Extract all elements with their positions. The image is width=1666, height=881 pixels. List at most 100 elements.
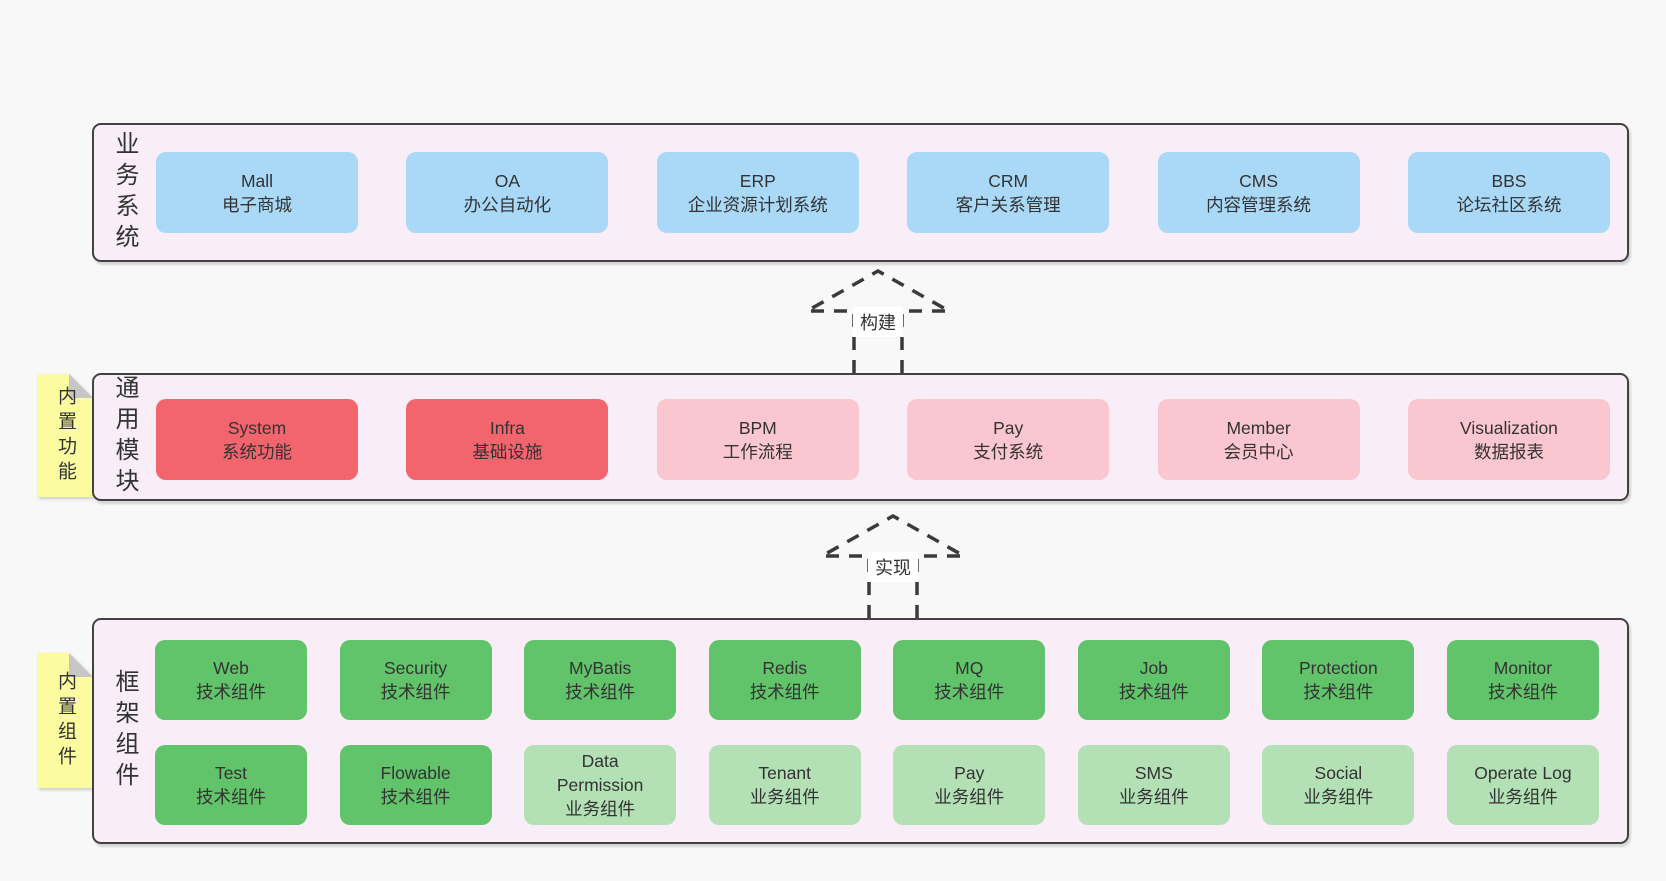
node-subtitle: 办公自动化 [463, 194, 552, 215]
node-title: SMS [1134, 763, 1173, 783]
arrow-label-implement: 实现 [868, 552, 918, 582]
diagram-node: SMS 业务组件 [1077, 745, 1230, 825]
section-business-systems: 业务系统 Mall 电子商城 OA 办公自动化 ERP 企业资源计划系统 CRM… [92, 123, 1629, 262]
diagram-node: Web 技术组件 [155, 640, 307, 720]
node-title: Visualization [1459, 417, 1558, 438]
node-title: Job [1139, 658, 1168, 678]
up-arrow-icon [820, 514, 966, 618]
diagram-node: Security 技术组件 [339, 640, 492, 720]
node-subtitle: 业务组件 [1487, 787, 1558, 807]
diagram-node: Redis 技术组件 [708, 640, 861, 720]
sticky-note-builtin-features: 内置功能 [38, 374, 93, 497]
diagram-node: ERP 企业资源计划系统 [656, 152, 859, 233]
node-title: Web [213, 658, 249, 678]
section-label-framework-components: 框架组件 [111, 669, 138, 793]
node-title: Monitor [1493, 658, 1553, 678]
up-arrow-implement: 实现 [820, 514, 966, 618]
diagram-node: Pay 业务组件 [893, 745, 1046, 825]
node-subtitle: 技术组件 [749, 682, 820, 702]
node-subtitle: 技术组件 [380, 682, 451, 702]
node-title: Social [1314, 763, 1363, 783]
diagram-node: Test 技术组件 [155, 745, 307, 825]
node-subtitle: 业务组件 [565, 799, 636, 819]
diagram-node: BPM 工作流程 [656, 399, 859, 480]
node-title: MQ [955, 658, 984, 678]
up-arrow-icon [805, 269, 951, 373]
node-subtitle: 数据报表 [1473, 441, 1544, 462]
section-label-business-systems: 业务系统 [111, 130, 138, 255]
diagram-node: Monitor 技术组件 [1446, 640, 1599, 720]
node-subtitle: 会员中心 [1223, 441, 1294, 462]
diagram-node: Flowable 技术组件 [339, 745, 492, 825]
diagram-node: BBS 论坛社区系统 [1407, 152, 1610, 233]
node-title: Tenant [758, 763, 811, 783]
node-subtitle: 系统功能 [222, 441, 292, 462]
node-title: BPM [738, 417, 777, 438]
node-title: MyBatis [569, 658, 632, 678]
node-title: BBS [1491, 170, 1527, 191]
diagram-node: Operate Log 业务组件 [1446, 745, 1599, 825]
node-subtitle: 技术组件 [565, 682, 636, 702]
node-title: OA [494, 170, 521, 191]
node-title: Infra [489, 417, 525, 438]
node-subtitle: 客户关系管理 [955, 194, 1061, 215]
common-modules-row: System 系统功能 Infra 基础设施 BPM 工作流程 Pay 支付系统… [156, 399, 1610, 480]
node-title: Test [214, 763, 248, 783]
sticky-note-text: 内置组件 [55, 670, 76, 771]
node-subtitle: 论坛社区系统 [1456, 194, 1562, 215]
framework-components-row-1: Web 技术组件 Security 技术组件 MyBatis 技术组件 Redi… [155, 640, 1599, 720]
node-title: Member [1226, 417, 1291, 438]
node-subtitle: 基础设施 [472, 441, 543, 462]
node-subtitle: 工作流程 [722, 441, 793, 462]
node-subtitle: 技术组件 [196, 682, 266, 702]
node-title: Mall [240, 170, 274, 191]
node-subtitle: 技术组件 [1118, 682, 1189, 702]
node-subtitle: 技术组件 [934, 682, 1005, 702]
node-title: Security [383, 658, 448, 678]
diagram-node: Visualization 数据报表 [1407, 399, 1610, 480]
diagram-node: Mall 电子商城 [156, 152, 358, 233]
node-title: Data Permission [556, 751, 644, 795]
node-title: Operate Log [1474, 763, 1572, 783]
node-subtitle: 技术组件 [380, 787, 451, 807]
business-systems-row: Mall 电子商城 OA 办公自动化 ERP 企业资源计划系统 CRM 客户关系… [156, 152, 1610, 233]
node-subtitle: 技术组件 [1303, 682, 1374, 702]
node-subtitle: 技术组件 [1487, 682, 1558, 702]
node-subtitle: 技术组件 [196, 787, 266, 807]
node-title: Pay [993, 417, 1024, 438]
diagram-node: Tenant 业务组件 [708, 745, 861, 825]
node-subtitle: 业务组件 [749, 787, 820, 807]
diagram-node: MQ 技术组件 [893, 640, 1046, 720]
diagram-node: Member 会员中心 [1157, 399, 1360, 480]
diagram-node: OA 办公自动化 [406, 152, 609, 233]
diagram-node: CMS 内容管理系统 [1157, 152, 1360, 233]
node-subtitle: 企业资源计划系统 [687, 194, 828, 215]
node-title: CMS [1239, 170, 1278, 191]
node-title: Pay [954, 763, 985, 783]
node-title: Protection [1298, 658, 1378, 678]
section-common-modules: 通用模块 System 系统功能 Infra 基础设施 BPM 工作流程 Pay… [92, 373, 1629, 501]
diagram-node: MyBatis 技术组件 [524, 640, 677, 720]
node-subtitle: 业务组件 [1303, 787, 1374, 807]
node-title: System [227, 417, 287, 438]
node-subtitle: 电子商城 [222, 194, 292, 215]
diagram-node: Job 技术组件 [1077, 640, 1230, 720]
framework-components-row-2: Test 技术组件 Flowable 技术组件 Data Permission … [155, 745, 1599, 825]
node-title: Flowable [380, 763, 451, 783]
diagram-node: System 系统功能 [156, 399, 358, 480]
node-subtitle: 业务组件 [934, 787, 1005, 807]
node-subtitle: 内容管理系统 [1206, 194, 1312, 215]
sticky-note-text: 内置功能 [55, 385, 76, 486]
section-framework-components: 框架组件 Web 技术组件 Security 技术组件 MyBatis 技术组件… [92, 618, 1629, 844]
diagram-node: Data Permission 业务组件 [524, 745, 677, 825]
node-subtitle: 业务组件 [1118, 787, 1189, 807]
diagram-node: Pay 支付系统 [907, 399, 1110, 480]
up-arrow-build: 构建 [805, 269, 951, 373]
diagram-node: Infra 基础设施 [406, 399, 609, 480]
diagram-node: Social 业务组件 [1262, 745, 1415, 825]
section-label-common-modules: 通用模块 [111, 375, 138, 499]
sticky-note-builtin-components: 内置组件 [38, 653, 93, 788]
node-subtitle: 支付系统 [973, 441, 1044, 462]
diagram-node: Protection 技术组件 [1262, 640, 1415, 720]
arrow-label-build: 构建 [853, 307, 903, 337]
